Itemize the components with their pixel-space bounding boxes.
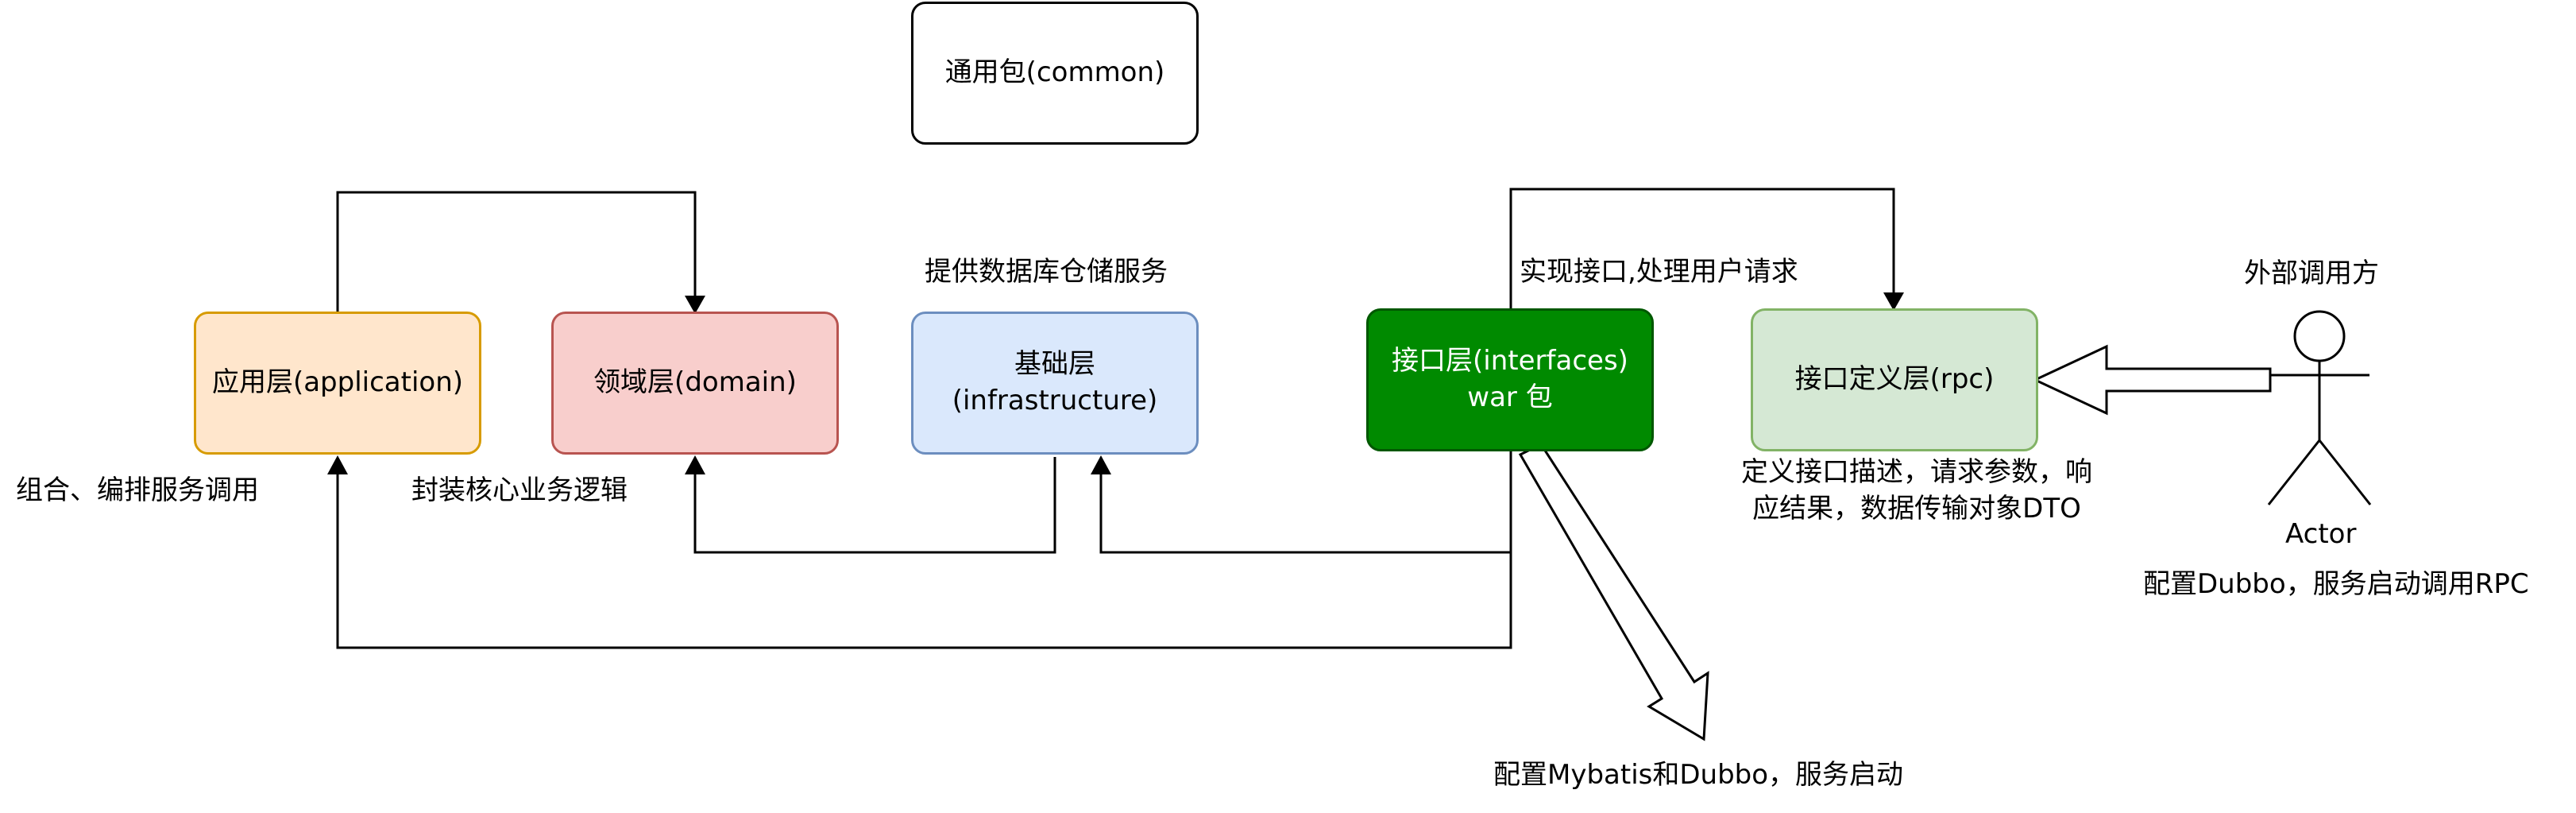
infrastructure-layer-label: 基础层(infrastructure) <box>952 348 1158 416</box>
edge-interfaces-to-application <box>336 469 1512 649</box>
arrowhead-domain-top <box>685 296 705 314</box>
block-arrow-war-config <box>1518 443 1709 741</box>
rpc-description-line1: 定义接口描述，请求参数，响 <box>1741 456 2092 488</box>
rpc-layer-box: 接口定义层(rpc) <box>1751 308 2038 451</box>
war-config-description: 配置Mybatis和Dubbo，服务启动 <box>1493 759 1904 791</box>
application-layer-label: 应用层(application) <box>211 366 464 399</box>
domain-layer-box: 领域层(domain) <box>551 312 839 455</box>
arrowhead-rpc-top <box>1883 292 1904 311</box>
infrastructure-description: 提供数据库仓储服务 <box>925 256 1168 288</box>
actor-icon <box>2267 310 2372 505</box>
application-layer-box: 应用层(application) <box>194 312 481 455</box>
rpc-description: 定义接口描述，请求参数，响 应结果，数据传输对象DTO <box>1722 455 2111 528</box>
application-description: 组合、编排服务调用 <box>16 474 259 506</box>
edge-infrastructure-to-domain <box>693 457 1056 554</box>
actor-label: Actor <box>2285 518 2357 550</box>
arrowhead-domain-bottom <box>685 455 705 474</box>
block-arrow-actor-to-rpc <box>2032 344 2272 416</box>
interfaces-layer-box: 接口层(interfaces) war 包 <box>1366 308 1654 451</box>
domain-layer-label: 领域层(domain) <box>593 366 797 399</box>
domain-description: 封装核心业务逻辑 <box>411 474 628 506</box>
arrowhead-application-bottom <box>327 455 348 474</box>
actor-description: 配置Dubbo，服务启动调用RPC <box>2143 568 2529 600</box>
rpc-layer-label: 接口定义层(rpc) <box>1794 363 1995 396</box>
interfaces-layer-label: 接口层(interfaces) <box>1392 345 1628 377</box>
infrastructure-layer-box: 基础层(infrastructure) <box>911 312 1199 455</box>
arrowhead-infrastructure-bottom <box>1091 455 1111 474</box>
common-package-box: 通用包(common) <box>911 2 1199 145</box>
edge-application-to-domain <box>336 191 697 312</box>
interfaces-layer-sublabel: war 包 <box>1467 381 1553 413</box>
edge-interfaces-to-infrastructure <box>1099 451 1512 554</box>
common-package-label: 通用包(common) <box>944 56 1165 89</box>
external-caller-label: 外部调用方 <box>2244 257 2379 289</box>
edge-interfaces-to-rpc <box>1509 188 1895 308</box>
interfaces-description: 实现接口,处理用户请求 <box>1520 256 1798 288</box>
rpc-description-line2: 应结果，数据传输对象DTO <box>1752 492 2081 525</box>
